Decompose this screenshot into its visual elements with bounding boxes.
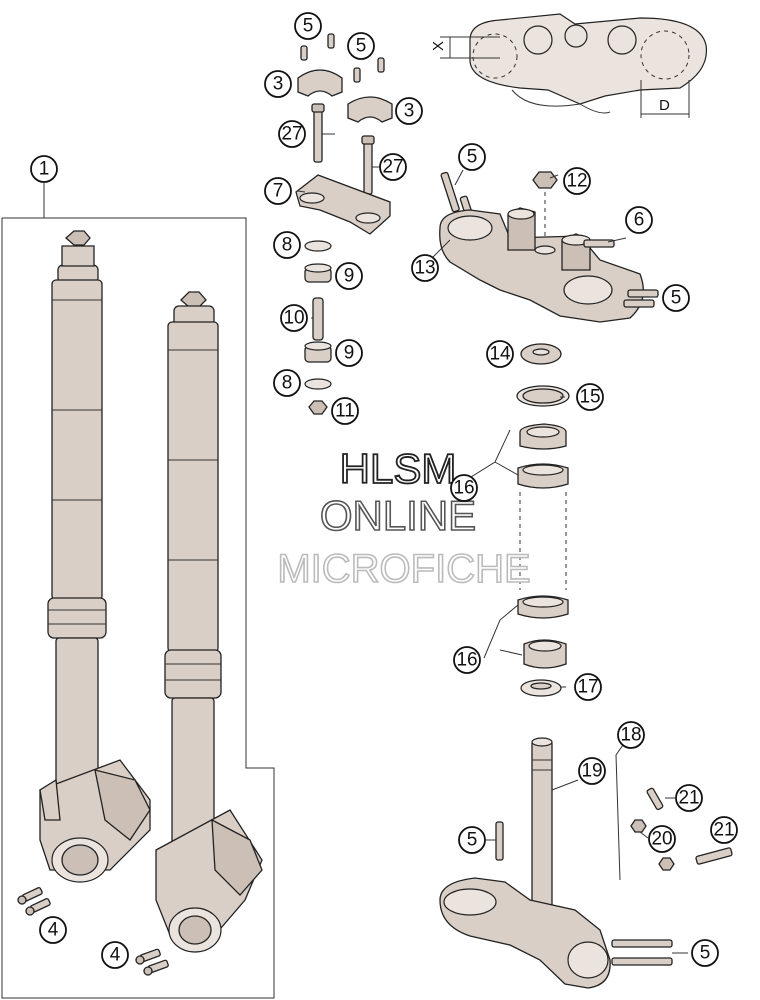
callout-5-f-label: 5	[700, 943, 711, 964]
axle-screws-left	[17, 887, 51, 916]
watermark: HLSM ONLINE MICROFICHE	[277, 444, 532, 592]
callout-5-e-label: 5	[467, 830, 478, 851]
callout-21-a: 21	[675, 784, 703, 812]
small-screws-top	[300, 33, 385, 83]
watermark-line-1: HLSM	[340, 445, 457, 492]
fork-leg-right	[155, 291, 263, 953]
bearing-stack	[516, 343, 570, 697]
callout-13-label: 13	[414, 258, 435, 279]
callout-5-d-label: 5	[671, 288, 682, 309]
fork-leg-left	[39, 230, 151, 883]
callout-1: 1	[30, 155, 58, 183]
top-view-outline	[440, 13, 708, 118]
clamp-3-left	[297, 69, 343, 97]
callout-19: 19	[578, 757, 606, 785]
callout-12-label: 12	[566, 171, 587, 192]
watermark-line-3: MICROFICHE	[277, 547, 530, 591]
callout-5-c: 5	[458, 143, 486, 171]
callout-16-a-label: 16	[453, 478, 474, 499]
callout-8-b-label: 8	[282, 373, 293, 394]
callout-12: 12	[563, 167, 591, 195]
fork-assembly-frame	[1, 183, 275, 999]
callout-21-b-label: 21	[713, 820, 734, 841]
callout-4-a-label: 4	[48, 920, 59, 941]
callout-5-f: 5	[691, 939, 719, 967]
callout-21-b: 21	[710, 816, 738, 844]
callout-1-label: 1	[39, 159, 50, 180]
callout-9-a-label: 9	[344, 266, 355, 287]
callout-3-b-label: 3	[404, 101, 415, 122]
callout-27-a: 27	[278, 120, 306, 148]
watermark-line-2: ONLINE	[320, 492, 476, 539]
callout-5-a: 5	[294, 12, 322, 40]
callout-16-b-label: 16	[456, 650, 477, 671]
callout-11: 11	[331, 397, 359, 425]
callout-8-a: 8	[273, 231, 301, 259]
clamp-7-lower	[295, 174, 391, 235]
callout-13: 13	[411, 254, 439, 282]
callout-5-d: 5	[662, 284, 690, 312]
callout-3-a-label: 3	[273, 74, 284, 95]
lower-triple-clamp	[439, 737, 733, 989]
washers-bushes	[304, 240, 332, 415]
callout-15-label: 15	[579, 387, 600, 408]
callout-27-b: 27	[379, 153, 407, 181]
callout-5-e: 5	[458, 826, 486, 854]
callout-5-b: 5	[347, 32, 375, 60]
callout-17: 17	[574, 673, 602, 701]
callout-3-b: 3	[395, 97, 423, 125]
callout-3-a: 3	[264, 70, 292, 98]
callout-20: 20	[648, 825, 676, 853]
callout-8-b: 8	[273, 369, 301, 397]
upper-triple-clamp	[439, 171, 659, 323]
dimension-x-label: X	[430, 41, 447, 51]
callout-27-b-label: 27	[382, 157, 403, 178]
callout-16-b: 16	[453, 646, 481, 674]
callout-14-label: 14	[489, 344, 511, 365]
callout-20-label: 20	[651, 829, 672, 850]
callout-18-label: 18	[620, 725, 641, 746]
dimension-d-label: D	[659, 97, 670, 114]
callout-6: 6	[625, 206, 653, 234]
callout-6-label: 6	[634, 210, 645, 231]
callout-5-a-label: 5	[303, 16, 314, 37]
callout-4-b: 4	[101, 941, 129, 969]
callout-10-label: 10	[283, 308, 304, 329]
callout-14: 14	[486, 340, 514, 368]
callout-10: 10	[280, 304, 308, 332]
callout-19-label: 19	[581, 761, 602, 782]
callout-21-a-label: 21	[678, 788, 699, 809]
callout-5-b-label: 5	[356, 36, 367, 57]
callout-15: 15	[576, 383, 604, 411]
callout-16-a: 16	[450, 474, 478, 502]
callout-27-a-label: 27	[281, 124, 302, 145]
callout-11-label: 11	[335, 401, 355, 422]
callout-4-a: 4	[39, 916, 67, 944]
callout-9-b: 9	[335, 339, 363, 367]
clamp-3-right	[347, 96, 393, 123]
callout-18: 18	[617, 721, 645, 749]
callout-8-a-label: 8	[282, 235, 293, 256]
callout-9-a: 9	[335, 262, 363, 290]
axle-screws-right	[135, 948, 169, 976]
callout-17-label: 17	[577, 677, 598, 698]
callout-7: 7	[264, 177, 292, 205]
callout-9-b-label: 9	[344, 343, 355, 364]
callout-5-c-label: 5	[467, 147, 478, 168]
callout-4-b-label: 4	[110, 945, 121, 966]
callout-7-label: 7	[273, 181, 284, 202]
